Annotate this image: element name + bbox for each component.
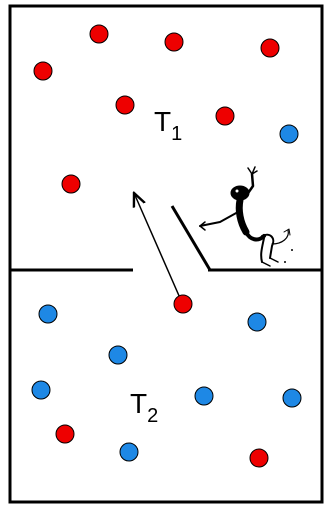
cold-particle [282,388,302,408]
hot-particle [260,38,280,58]
motion-arrow-icon [134,193,181,299]
hot-particle [89,24,109,44]
hot-particle [61,174,81,194]
top-chamber-label-main: T [154,106,171,137]
cold-particle [247,312,267,332]
bottom-chamber-particles [31,294,302,468]
hot-particle [173,294,193,314]
demon-icon [199,166,293,267]
hot-particle [55,424,75,444]
bottom-chamber-label-subscript: 2 [147,405,158,427]
top-chamber-label-subscript: 1 [171,123,182,145]
hot-particle [33,61,53,81]
cold-particle [108,345,128,365]
bottom-chamber-label: T2 [130,388,158,427]
hot-particle [215,106,235,126]
cold-particle [31,380,51,400]
bottom-chamber-label-main: T [130,388,147,419]
top-chamber-label: T1 [154,106,182,145]
cold-particle [279,124,299,144]
top-chamber-particles [33,24,299,194]
hot-particle [249,448,269,468]
container-frame [8,4,324,504]
cold-particle [194,386,214,406]
hot-particle [115,95,135,115]
cold-particle [38,304,58,324]
cold-particle [119,442,139,462]
hot-particle [164,32,184,52]
trapdoor-flap-icon [170,205,212,271]
